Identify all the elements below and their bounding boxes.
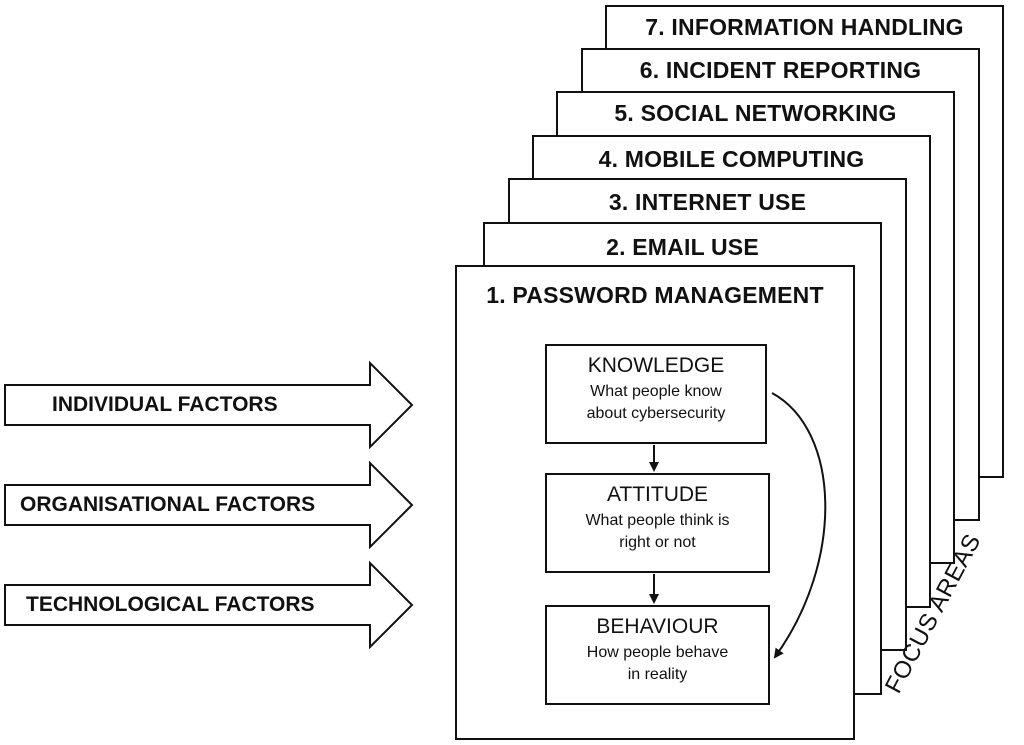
focus-card-1-title: 1. PASSWORD MANAGEMENT: [486, 282, 824, 308]
individual-factors-arrow: [4, 360, 414, 450]
focus-card-3-title: 3. INTERNET USE: [608, 189, 807, 215]
behaviour-desc-line1: How people behave: [586, 644, 729, 661]
knowledge-title: KNOWLEDGE: [587, 354, 725, 377]
focus-card-2-title: 2. EMAIL USE: [606, 234, 759, 260]
technological-factors-arrow: [4, 560, 414, 650]
attitude-desc-line2: right or not: [619, 534, 696, 551]
behaviour-title: BEHAVIOUR: [596, 615, 719, 638]
organisational-factors-label: ORGANISATIONAL FACTORS: [20, 493, 316, 516]
focus-card-4-title: 4. MOBILE COMPUTING: [598, 146, 865, 172]
focus-card-6-title: 6. INCIDENT REPORTING: [639, 57, 922, 83]
attitude-desc-line1: What people think is: [585, 512, 730, 529]
technological-factors-label: TECHNOLOGICAL FACTORS: [26, 593, 315, 616]
behaviour-desc-line2: in reality: [627, 666, 688, 683]
knowledge-desc-line1: What people know: [590, 383, 722, 400]
knowledge-to-behaviour-curve: [771, 392, 827, 659]
knowledge-box: KNOWLEDGE What people know about cyberse…: [545, 344, 767, 444]
focus-card-7-title: 7. INFORMATION HANDLING: [645, 14, 964, 40]
attitude-box: ATTITUDE What people think is right or n…: [545, 473, 770, 573]
knowledge-desc-line2: about cybersecurity: [586, 405, 726, 422]
behaviour-box: BEHAVIOUR How people behave in reality: [545, 605, 770, 705]
individual-factors-label: INDIVIDUAL FACTORS: [52, 393, 278, 416]
organisational-factors-arrow: [4, 460, 414, 550]
attitude-title: ATTITUDE: [606, 483, 709, 506]
focus-card-5-title: 5. SOCIAL NETWORKING: [614, 100, 897, 126]
